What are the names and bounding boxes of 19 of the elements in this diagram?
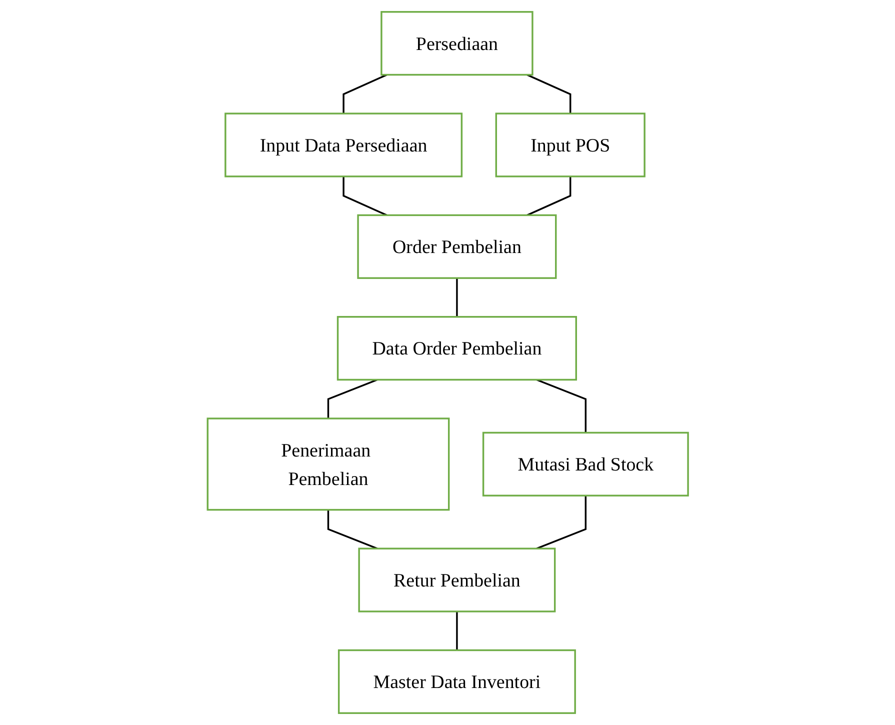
connector — [456, 611, 458, 650]
connector — [456, 278, 458, 317]
connector — [526, 176, 571, 216]
node-box: Mutasi Bad Stock — [482, 432, 689, 496]
connector — [342, 74, 387, 114]
node-box: Order Pembelian — [356, 214, 556, 279]
node-box: Input Data Persediaan — [224, 112, 462, 178]
node-box: Persediaan — [380, 11, 533, 76]
node-box: Penerimaan Pembelian — [206, 418, 450, 511]
node-box: Data Order Pembelian — [336, 316, 577, 381]
node-box: Master Data Inventori — [338, 649, 576, 714]
connector — [536, 378, 586, 433]
node-box: Input POS — [494, 112, 646, 178]
connector — [327, 510, 378, 550]
connector — [526, 74, 571, 114]
connector — [327, 378, 378, 418]
connector — [536, 496, 586, 550]
connector — [342, 176, 387, 216]
node-box: Retur Pembelian — [358, 548, 556, 612]
